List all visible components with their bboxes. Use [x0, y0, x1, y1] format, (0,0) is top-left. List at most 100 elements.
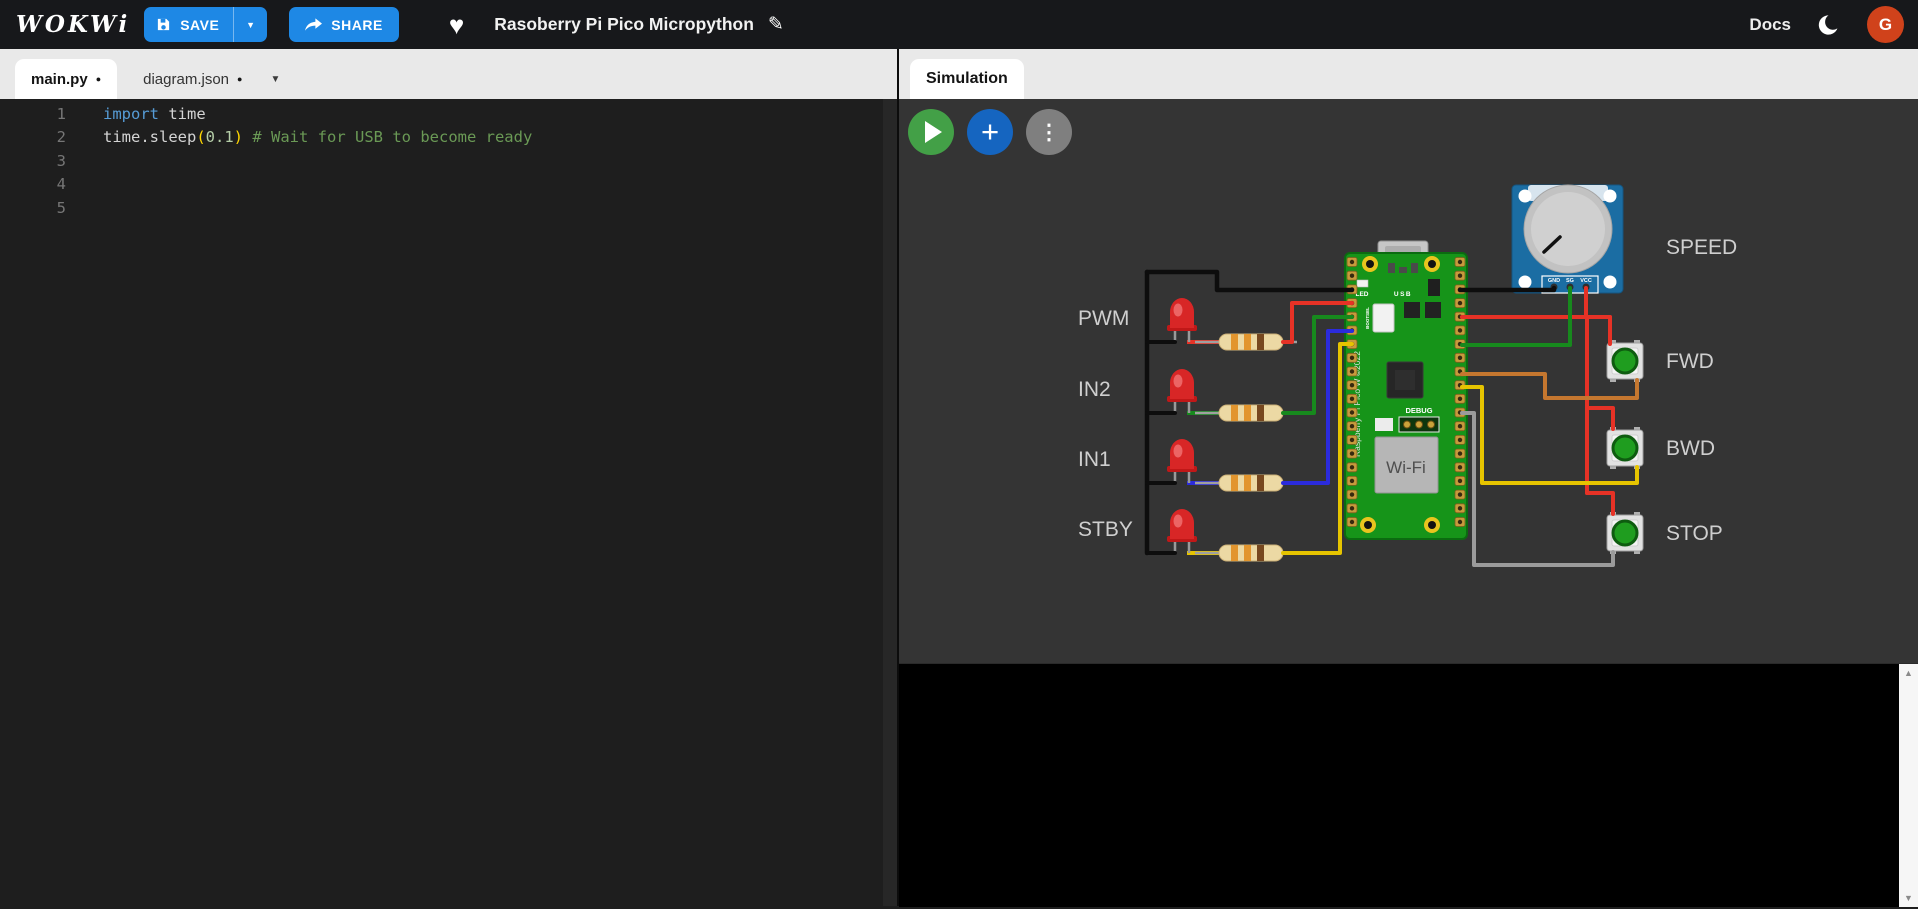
wire[interactable] [1460, 385, 1639, 485]
pot-pin-vcc-label: VCC [1580, 278, 1592, 284]
push-button[interactable] [1606, 512, 1644, 554]
line-number: 4 [56, 175, 66, 194]
wire[interactable] [1281, 342, 1354, 555]
wire[interactable] [1281, 301, 1354, 344]
save-dropdown-button[interactable]: ▼ [233, 7, 268, 42]
resistor[interactable] [1218, 404, 1284, 422]
code-line: 3 [0, 149, 897, 173]
favorite-heart-icon[interactable]: ♥ [448, 9, 465, 40]
pot-pin-gnd-label: GND [1548, 278, 1560, 284]
pot-indicator [1542, 235, 1562, 254]
signal-label: BWD [1666, 437, 1715, 460]
debug-label: DEBUG [1405, 406, 1432, 415]
caret-down-icon: ▼ [246, 19, 256, 30]
silkscreen-text: Raspberry Pi Pico W ©2022 [1352, 351, 1362, 457]
led-silk-label: LED [1356, 291, 1369, 298]
signal-label: IN2 [1078, 378, 1111, 401]
usb-silk-label: USB [1394, 291, 1412, 298]
button-cap[interactable] [1611, 434, 1639, 462]
wire[interactable] [1460, 286, 1572, 347]
signal-label: PWM [1078, 307, 1129, 330]
resistor[interactable] [1218, 474, 1284, 492]
code-line: 5 [0, 196, 897, 220]
line-number: 5 [56, 198, 66, 217]
code-line: 4 [0, 173, 897, 197]
bootsel-button[interactable] [1372, 303, 1395, 333]
scroll-up-icon[interactable]: ▲ [1904, 668, 1913, 678]
tab-simulation[interactable]: Simulation [910, 59, 1024, 99]
button-cap[interactable] [1611, 347, 1639, 375]
wire[interactable] [1144, 269, 1355, 293]
wire[interactable] [1145, 340, 1177, 555]
wire[interactable] [1585, 491, 1615, 516]
floppy-icon [158, 18, 170, 31]
signal-label: SPEED [1666, 236, 1737, 259]
pico-board[interactable]: LED USB BOOTSEL Raspberry Pi Pico W ©202… [1344, 240, 1468, 540]
simulation-canvas[interactable]: + ⋮ LED USB [899, 99, 1918, 663]
led-red[interactable] [1167, 439, 1197, 483]
line-number: 3 [56, 151, 66, 170]
dark-mode-moon-icon[interactable] [1817, 13, 1841, 37]
add-part-button[interactable]: + [967, 109, 1013, 155]
tab-main-py[interactable]: main.py ● [15, 59, 118, 99]
project-title[interactable]: Rasoberry Pi Pico Micropython [494, 14, 754, 34]
serial-console[interactable]: ▲ ▼ [899, 663, 1918, 907]
code-editor[interactable]: 1 import time 2 time.sleep(0.1) # Wait f… [0, 99, 897, 909]
signal-label: STBY [1078, 518, 1133, 541]
wokwi-logo[interactable]: WOKWi [16, 11, 131, 38]
editor-pane: main.py ● diagram.json ● ▼ 1 import time… [0, 49, 897, 909]
led-red[interactable] [1167, 369, 1197, 413]
wifi-shield [1374, 436, 1439, 494]
wire[interactable] [1585, 406, 1615, 431]
save-label: SAVE [180, 16, 220, 33]
line-number: 1 [56, 104, 66, 123]
file-list-caret-icon[interactable]: ▼ [270, 74, 281, 85]
button-cap[interactable] [1611, 519, 1639, 547]
play-button[interactable] [908, 109, 954, 155]
signal-label: STOP [1666, 522, 1723, 545]
unsaved-dot-icon: ● [95, 74, 102, 84]
resistor[interactable] [1218, 333, 1284, 351]
wire[interactable] [1281, 315, 1354, 415]
simulation-tab-bar: Simulation [899, 49, 1918, 99]
resistor[interactable] [1218, 544, 1284, 562]
docs-link[interactable]: Docs [1749, 14, 1791, 34]
simulation-pane: Simulation + ⋮ LED USB [899, 49, 1918, 907]
bootsel-label: BOOTSEL [1365, 307, 1370, 329]
wire[interactable] [1281, 329, 1354, 485]
editor-scrollbar[interactable] [883, 99, 897, 906]
scroll-down-icon[interactable]: ▼ [1904, 893, 1913, 903]
push-button[interactable] [1606, 340, 1644, 382]
header-right: Docs G [1749, 0, 1904, 49]
console-scrollbar[interactable]: ▲ ▼ [1899, 664, 1918, 907]
push-button[interactable] [1606, 427, 1644, 469]
wire[interactable] [1460, 372, 1639, 400]
pot-pin-sig-label: SG [1566, 278, 1574, 284]
save-button[interactable]: SAVE [144, 7, 234, 42]
signal-label: FWD [1666, 350, 1714, 373]
potentiometer[interactable]: GND SG VCC [1511, 184, 1624, 294]
wire[interactable] [1457, 285, 1557, 293]
led-red[interactable] [1167, 509, 1197, 553]
play-icon [925, 121, 942, 143]
share-label: SHARE [331, 16, 383, 33]
tab-diagram-json[interactable]: diagram.json ● [143, 70, 243, 88]
top-bar: WOKWi SAVE ▼ SHARE ♥ Rasoberry Pi Pico M… [0, 0, 1918, 49]
more-menu-button[interactable]: ⋮ [1026, 109, 1072, 155]
circuit-diagram: LED USB BOOTSEL Raspberry Pi Pico W ©202… [1078, 184, 1737, 567]
editor-tab-bar: main.py ● diagram.json ● ▼ [0, 49, 897, 99]
pane-divider[interactable] [897, 49, 899, 906]
led-red[interactable] [1167, 298, 1197, 342]
signal-label: IN1 [1078, 448, 1111, 471]
simulation-toolbar: + ⋮ [908, 109, 1072, 155]
kebab-icon: ⋮ [1038, 120, 1060, 144]
onboard-led [1356, 279, 1369, 288]
wifi-label: Wi-Fi [1386, 458, 1426, 477]
share-button[interactable]: SHARE [289, 7, 399, 42]
avatar[interactable]: G [1867, 6, 1904, 43]
wire[interactable] [1460, 411, 1615, 567]
share-icon [305, 17, 323, 31]
code-line: 1 import time [0, 102, 897, 126]
edit-title-pencil-icon[interactable]: ✎ [767, 14, 784, 35]
unsaved-dot-icon: ● [237, 74, 243, 84]
